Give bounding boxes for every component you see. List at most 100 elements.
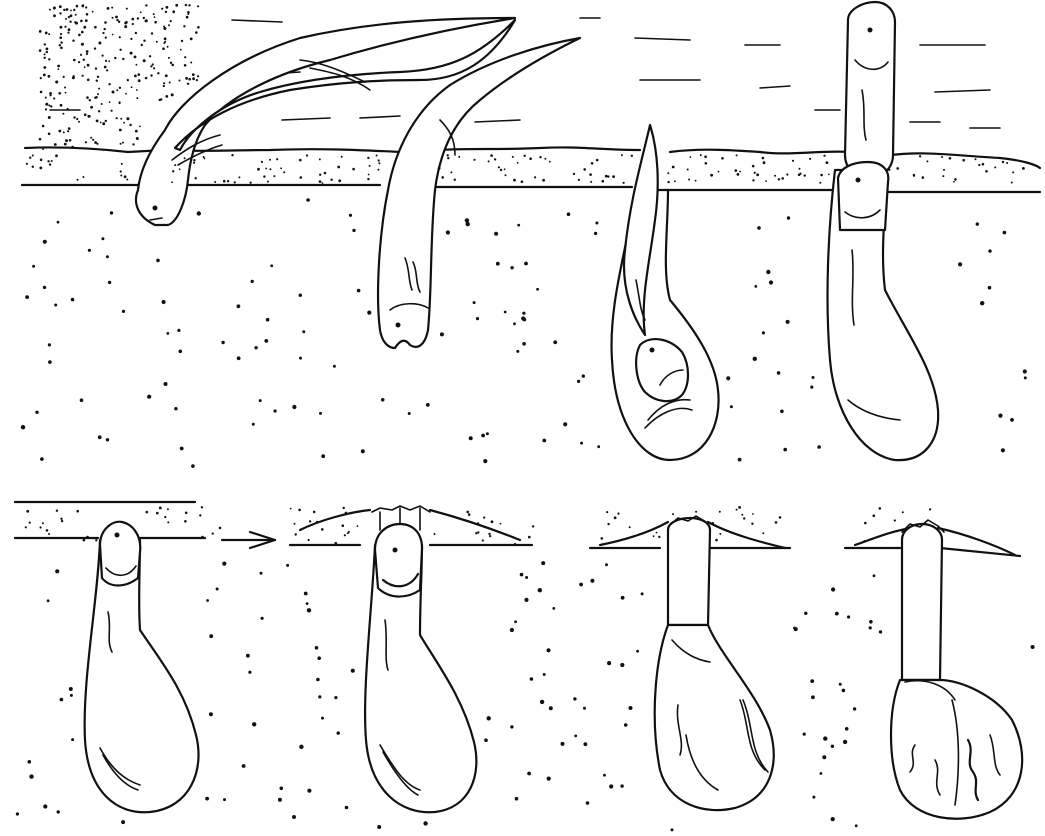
stipple-dot xyxy=(629,706,633,710)
stipple-dot xyxy=(440,332,444,336)
stipple-dot xyxy=(86,536,89,539)
stipple-dot xyxy=(522,342,526,346)
stipple-dot xyxy=(72,76,75,79)
stipple-dot xyxy=(136,137,139,140)
stipple-dot xyxy=(517,162,519,164)
stipple-dot xyxy=(614,516,617,519)
stipple-dot xyxy=(879,507,882,510)
stipple-dot xyxy=(672,166,675,169)
stipple-dot xyxy=(143,59,146,62)
stipple-dot xyxy=(318,695,321,698)
stipple-dot xyxy=(483,517,485,519)
stipple-dot xyxy=(721,157,724,160)
stipple-dot xyxy=(1002,161,1004,163)
stipple-dot xyxy=(68,16,70,18)
stipple-dot xyxy=(352,229,355,232)
stipple-dot xyxy=(338,179,341,182)
stipple-dot xyxy=(63,131,65,133)
stipple-dot xyxy=(145,4,147,6)
stipple-dot xyxy=(65,139,68,142)
stipple-dot xyxy=(62,113,64,115)
stipple-dot xyxy=(122,310,125,313)
stipple-dot xyxy=(68,28,71,31)
stipple-dot xyxy=(164,382,168,386)
stipple-dot xyxy=(304,592,308,596)
stipple-dot xyxy=(316,678,320,682)
stipple-dot xyxy=(53,14,56,17)
stipple-dot xyxy=(352,168,355,171)
stipple-dot xyxy=(488,533,490,535)
stipple-dot xyxy=(190,62,192,64)
stipple-dot xyxy=(357,525,359,527)
stipple-dot xyxy=(165,11,167,13)
stipple-dot xyxy=(345,512,347,514)
stipple-dot xyxy=(172,170,174,172)
stipple-dot xyxy=(119,49,121,51)
stipple-dot xyxy=(96,120,99,123)
stipple-dot xyxy=(212,533,214,535)
stipple-dot xyxy=(166,332,169,335)
stipple-dot xyxy=(188,4,190,6)
stipple-dot xyxy=(1023,369,1027,373)
stipple-dot xyxy=(769,280,773,284)
stipple-dot xyxy=(131,86,133,88)
fish-in-burrow-icon xyxy=(85,522,199,812)
stipple-dot xyxy=(580,442,583,445)
stipple-dot xyxy=(80,398,84,402)
stipple-dot xyxy=(114,57,116,59)
stipple-dot xyxy=(700,154,702,156)
stipple-dot xyxy=(823,155,825,157)
stipple-dot xyxy=(168,24,170,26)
stipple-dot xyxy=(322,182,324,184)
stipple-dot xyxy=(81,5,84,8)
stipple-dot xyxy=(214,181,216,183)
stipple-dot xyxy=(122,58,124,60)
stipple-dot xyxy=(137,17,139,19)
stipple-dot xyxy=(896,167,899,170)
stipple-dot xyxy=(135,130,138,133)
stipple-dot xyxy=(361,449,365,453)
stipple-dot xyxy=(121,163,123,165)
stipple-dot xyxy=(81,31,84,34)
stipple-dot xyxy=(95,67,97,69)
stipple-dot xyxy=(737,173,740,176)
stipple-dot xyxy=(316,521,318,523)
stipple-dot xyxy=(171,64,174,67)
stipple-dot xyxy=(793,627,796,630)
stipple-dot xyxy=(206,599,209,602)
stipple-dot xyxy=(736,154,738,156)
stipple-dot xyxy=(529,157,532,160)
stipple-dot xyxy=(83,59,85,61)
stipple-dot xyxy=(839,683,842,686)
stipple-dot xyxy=(620,663,624,667)
stipple-dot xyxy=(57,810,60,813)
stipple-dot xyxy=(124,175,127,178)
stipple-dot xyxy=(53,97,55,99)
stipple-dot xyxy=(175,4,178,7)
stipple-dot xyxy=(513,322,516,325)
stipple-dot xyxy=(730,405,733,408)
stipple-dot xyxy=(105,37,107,39)
stipple-dot xyxy=(191,464,195,468)
stipple-dot xyxy=(43,804,47,808)
stipple-dot xyxy=(60,47,63,50)
stipple-dot xyxy=(641,592,644,595)
stipple-dot xyxy=(538,588,542,592)
stipple-dot xyxy=(298,509,301,512)
stipple-dot xyxy=(151,32,153,34)
stipple-dot xyxy=(39,138,42,141)
stipple-dot xyxy=(197,5,199,7)
stipple-dot xyxy=(118,21,120,23)
stipple-dot xyxy=(248,671,251,674)
stipple-dot xyxy=(864,522,867,525)
stipple-dot xyxy=(962,159,965,162)
stipple-dot xyxy=(65,92,67,94)
stipple-dot xyxy=(292,815,296,819)
stipple-dot xyxy=(87,64,90,67)
stipple-dot xyxy=(577,380,580,383)
stipple-dot xyxy=(514,620,517,623)
stipple-dot xyxy=(517,224,520,227)
stipple-dot xyxy=(85,141,87,143)
stipple-dot xyxy=(579,583,583,587)
stipple-dot xyxy=(367,178,369,180)
